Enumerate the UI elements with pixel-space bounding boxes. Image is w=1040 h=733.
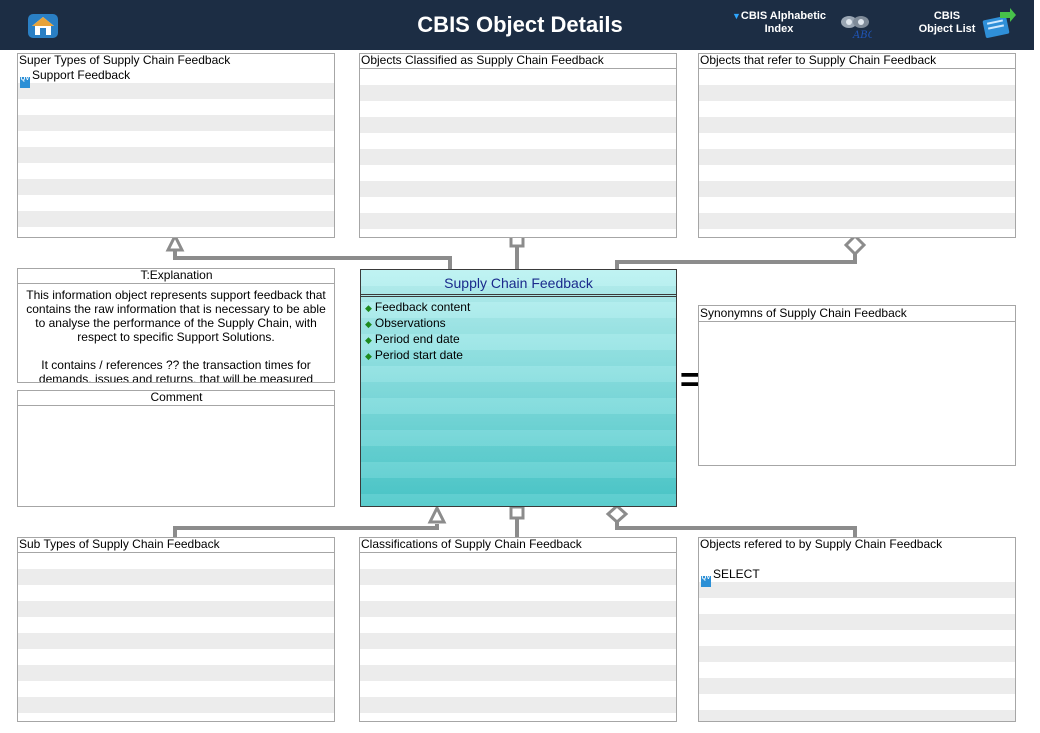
classification-square-bottom	[509, 505, 525, 520]
attribute-item[interactable]: ◆Observations	[361, 315, 676, 331]
home-icon[interactable]	[26, 12, 60, 40]
attribute-label: Feedback content	[374, 300, 471, 314]
refer-to-panel: Objects that refer to Supply Chain Feedb…	[698, 53, 1016, 238]
explanation-paragraph-1: This information object represents suppo…	[26, 288, 326, 344]
object-list-icon[interactable]	[980, 8, 1016, 40]
attribute-item[interactable]: ◆Feedback content	[361, 299, 676, 315]
object-list-label: CBIS	[933, 10, 961, 22]
object-box: Supply Chain Feedback ◆Feedback content …	[360, 269, 677, 507]
refer-to-title: Objects that refer to Supply Chain Feedb…	[699, 54, 1015, 69]
binoculars-abc-icon[interactable]: ABC	[838, 12, 872, 40]
attribute-item[interactable]: ◆Period end date	[361, 331, 676, 347]
classified-as-panel: Objects Classified as Supply Chain Feedb…	[359, 53, 677, 238]
object-list-label-2: Object List	[918, 23, 976, 35]
attribute-item[interactable]: ◆Period start date	[361, 347, 676, 363]
explanation-paragraph-2: It contains / references ?? the transact…	[38, 358, 314, 383]
attribute-label: Period start date	[374, 348, 463, 362]
object-list-link[interactable]: CBIS Object List	[912, 10, 982, 36]
inheritance-triangle-top	[165, 232, 185, 252]
green-bullet-icon: ◆	[365, 319, 372, 329]
header-bar: CBIS Object Details ▼CBIS Alphabetic Ind…	[0, 0, 1034, 50]
page-title: CBIS Object Details	[417, 12, 623, 37]
classifications-title: Classifications of Supply Chain Feedback	[360, 538, 676, 553]
green-bullet-icon: ◆	[365, 351, 372, 361]
comment-panel: Comment	[17, 390, 335, 507]
comment-title: Comment	[18, 391, 334, 406]
explanation-panel: T:Explanation This information object re…	[17, 268, 335, 383]
explanation-title: T:Explanation	[18, 269, 334, 284]
triangle-down-icon: ▼	[731, 11, 741, 21]
alphabetic-index-link[interactable]: ▼CBIS Alphabetic Index	[724, 10, 834, 36]
alphabetic-index-label-2: Index	[764, 23, 794, 35]
classifications-panel: Classifications of Supply Chain Feedback	[359, 537, 677, 722]
synonyms-title: Synonymns of Supply Chain Feedback	[699, 306, 1015, 322]
sub-types-panel: Sub Types of Supply Chain Feedback	[17, 537, 335, 722]
synonyms-panel: Synonymns of Supply Chain Feedback	[698, 305, 1016, 466]
svg-text:ABC: ABC	[852, 30, 872, 40]
green-bullet-icon: ◆	[365, 335, 372, 345]
list-item-label: SELECT	[713, 567, 760, 581]
reference-diamond-bottom	[605, 503, 629, 525]
list-item-label: Support Feedback	[32, 68, 131, 82]
qv-icon: QV	[701, 575, 711, 587]
explanation-text: This information object represents suppo…	[18, 284, 334, 383]
classified-as-title: Objects Classified as Supply Chain Feedb…	[360, 54, 676, 69]
sub-types-title: Sub Types of Supply Chain Feedback	[18, 538, 334, 553]
reference-diamond-top	[843, 233, 867, 257]
referred-by-title: Objects refered to by Supply Chain Feedb…	[700, 537, 943, 551]
equals-sign: =	[680, 361, 700, 399]
green-bullet-icon: ◆	[365, 303, 372, 313]
attribute-label: Observations	[374, 316, 446, 330]
inheritance-triangle-bottom	[427, 504, 447, 524]
referred-by-panel: Objects refered to by Supply Chain Feedb…	[698, 537, 1016, 722]
alphabetic-index-label: CBIS Alphabetic	[740, 10, 827, 22]
qv-icon: QV	[20, 76, 30, 88]
object-name: Supply Chain Feedback	[361, 270, 676, 297]
attribute-label: Period end date	[374, 332, 460, 346]
